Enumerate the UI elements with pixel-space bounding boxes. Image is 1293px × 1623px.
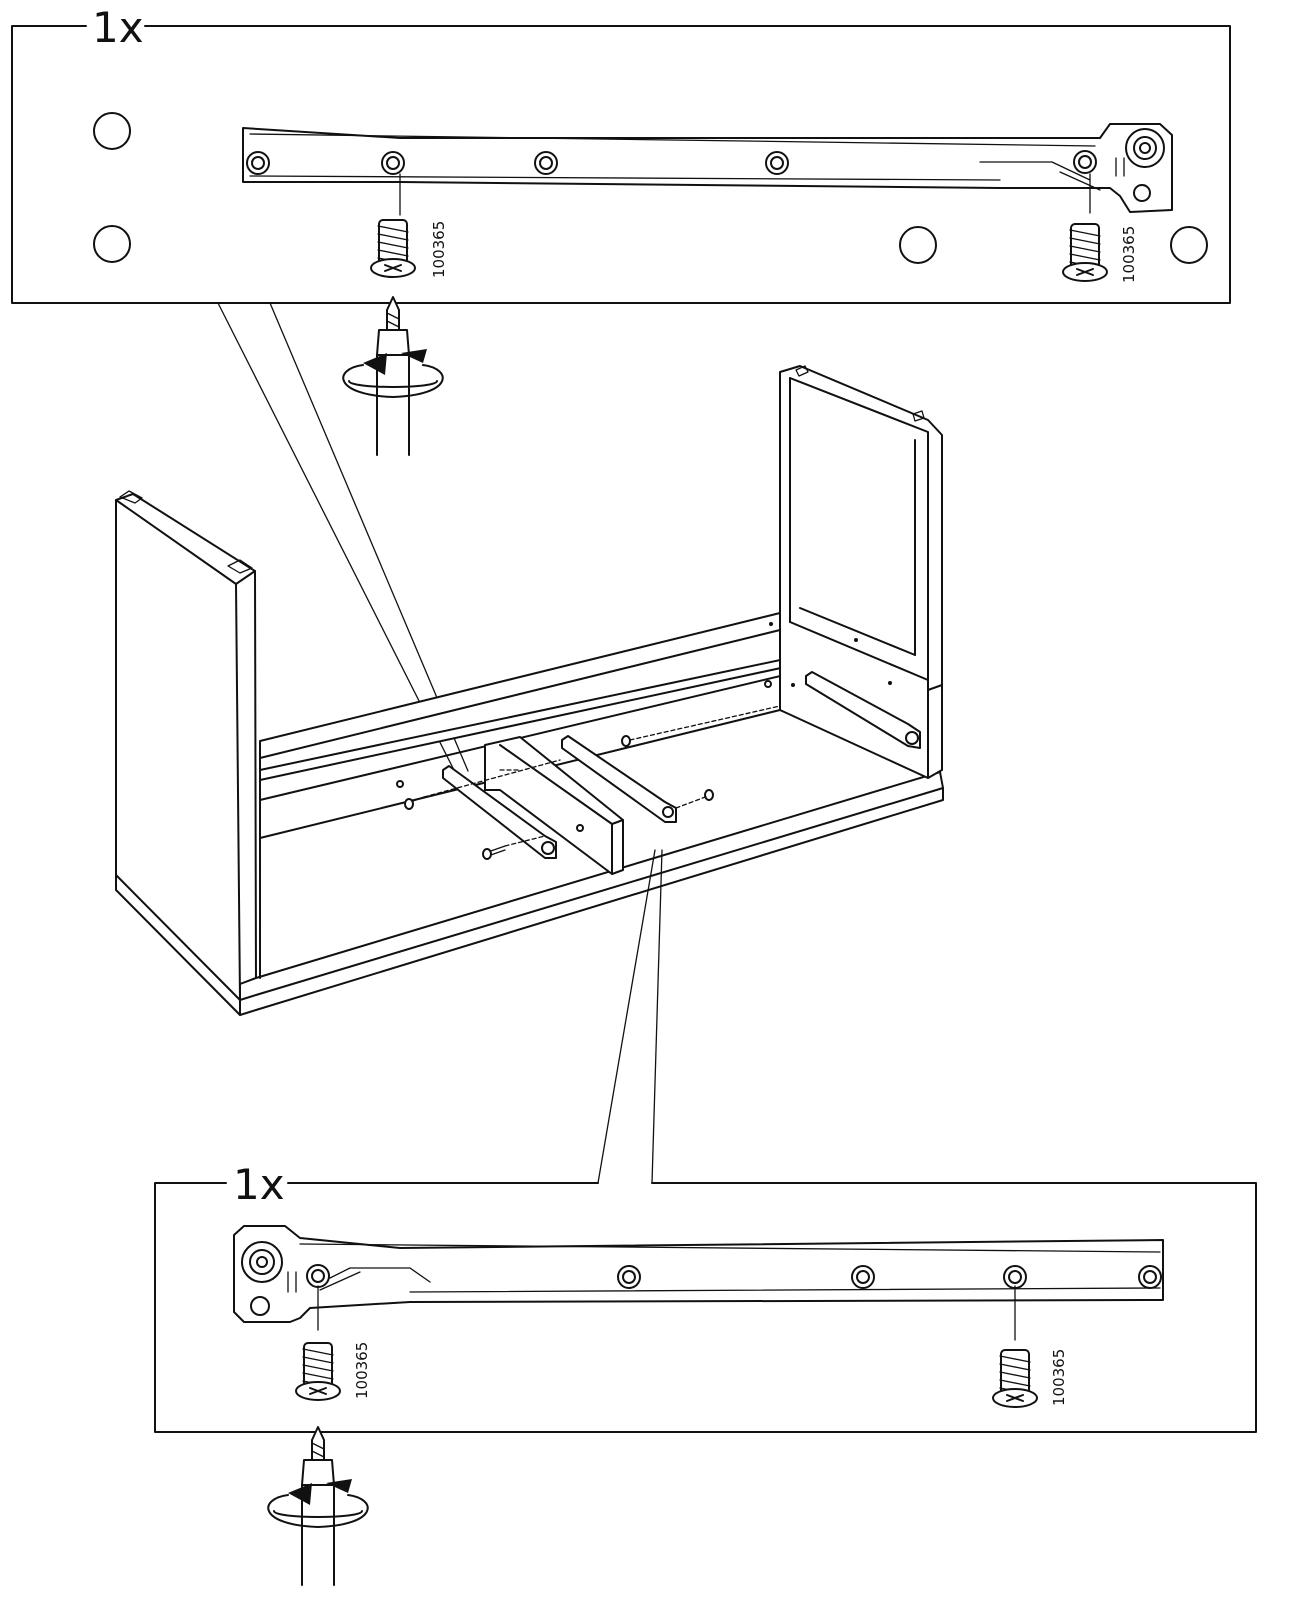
detail-bottom: 1x 100365 100365 xyxy=(154,1160,1257,1433)
screwdriver-top-icon xyxy=(342,296,444,456)
part-number-top-right: 100365 xyxy=(1120,226,1138,283)
part-number-bottom-left: 100365 xyxy=(353,1342,371,1399)
part-number-bottom-right: 100365 xyxy=(1050,1349,1068,1406)
rail-middle-installed xyxy=(561,735,677,823)
part-number-top-left: 100365 xyxy=(430,221,448,278)
panel-holes-top xyxy=(93,112,1208,264)
detail-bottom-quantity: 1x xyxy=(233,1160,285,1209)
drawer-rail-top xyxy=(242,123,1173,213)
screwdriver-bottom-icon xyxy=(267,1426,369,1586)
leader-lines-bottom xyxy=(597,849,663,1184)
rail-left-installed xyxy=(442,765,557,859)
detail-bottom-frame xyxy=(154,1182,1257,1433)
screw-top-left-icon xyxy=(370,219,416,278)
detail-top: 1x xyxy=(11,3,1231,304)
screw-bottom-left-icon xyxy=(295,1342,341,1401)
drawer-rail-bottom xyxy=(233,1225,1164,1323)
interior-screws xyxy=(396,622,892,860)
leader-lines-top xyxy=(217,302,469,779)
assembly-guides xyxy=(423,705,781,847)
right-side-panel xyxy=(779,365,943,779)
screw-bottom-right-icon xyxy=(992,1349,1038,1408)
detail-top-frame xyxy=(11,25,1231,304)
rail-right-installed xyxy=(805,671,921,749)
screw-top-right-icon xyxy=(1062,223,1108,282)
cabinet-frame xyxy=(115,365,944,1016)
detail-top-quantity: 1x xyxy=(92,3,144,52)
